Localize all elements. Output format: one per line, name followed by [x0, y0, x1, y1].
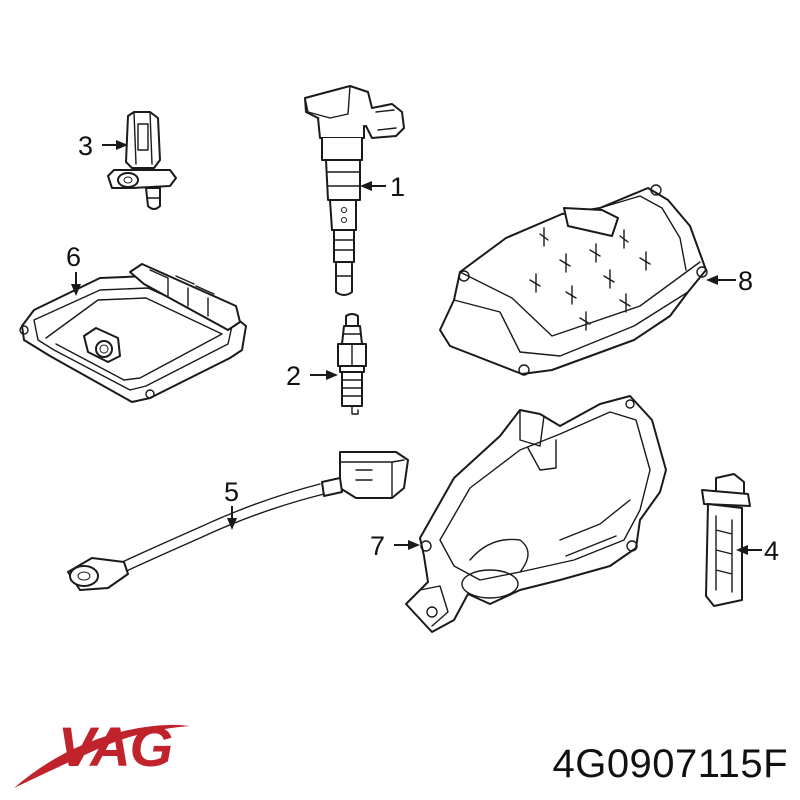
callout-8: 8	[706, 266, 753, 296]
callout-number: 3	[78, 131, 93, 161]
logo-text: VAG	[58, 715, 172, 778]
crankshaft-sensor-icon	[701, 473, 751, 607]
camshaft-sensor-icon	[107, 111, 177, 210]
ecm-housing-icon	[405, 395, 667, 633]
part-number: 4G0907115F	[552, 742, 788, 786]
callout-2: 2	[286, 361, 338, 391]
ignition-coil-icon	[304, 85, 405, 296]
callout-number: 4	[764, 536, 779, 566]
callout-7: 7	[370, 531, 420, 561]
callout-number: 5	[224, 477, 239, 507]
knock-sensor-icon	[67, 451, 409, 591]
spark-plug-icon	[337, 313, 367, 415]
callout-4: 4	[736, 536, 779, 566]
callout-number: 7	[370, 531, 385, 561]
callout-number: 6	[66, 242, 81, 272]
callout-3: 3	[78, 131, 128, 161]
callout-number: 1	[390, 172, 405, 202]
callout-5: 5	[224, 477, 239, 530]
ecm-cover-icon	[439, 184, 708, 376]
callout-6: 6	[66, 242, 81, 296]
callout-number: 8	[738, 266, 753, 296]
engine-control-module-icon	[19, 263, 247, 403]
callout-1: 1	[360, 172, 405, 202]
vag-logo: VAG	[14, 715, 190, 788]
logo-swoosh-icon	[14, 724, 190, 788]
callout-number: 2	[286, 361, 301, 391]
